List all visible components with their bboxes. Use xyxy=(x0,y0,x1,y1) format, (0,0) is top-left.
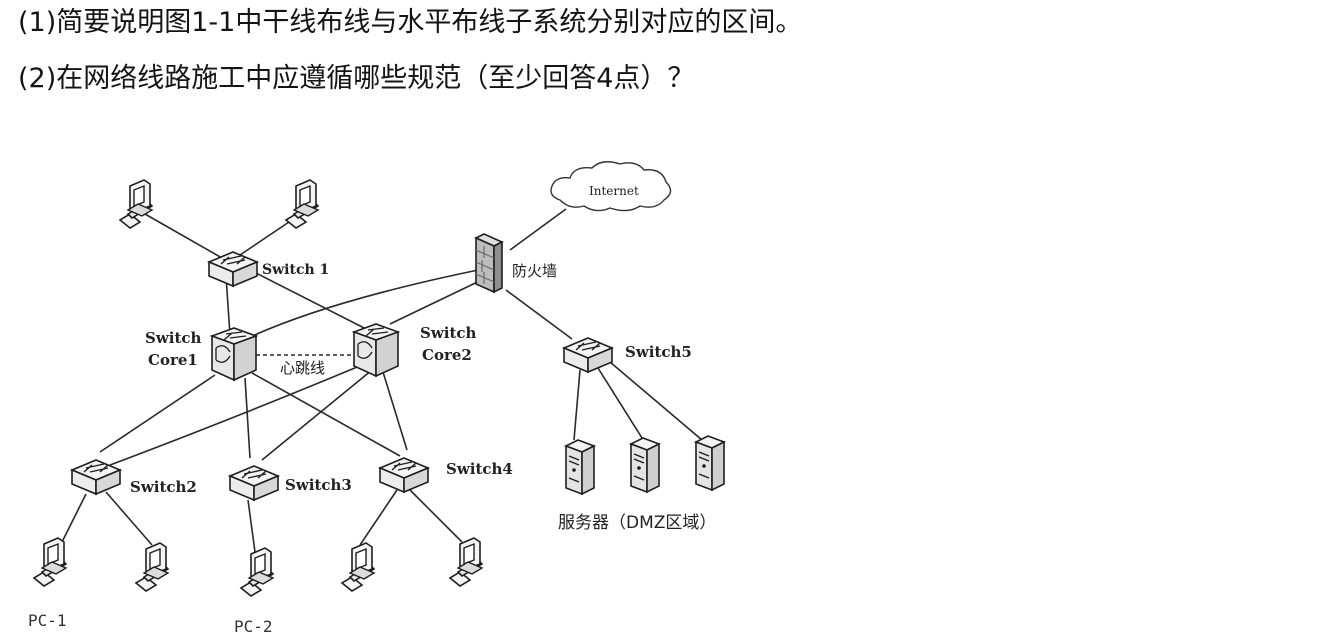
internet-cloud: Internet xyxy=(550,161,672,212)
link-core1-switch2 xyxy=(99,374,216,453)
server-icon xyxy=(565,439,595,495)
question-1: (1)简要说明图1-1中干线布线与水平布线子系统分别对应的区间。 xyxy=(18,6,802,40)
link-pc-top-left-switch1 xyxy=(144,213,223,259)
link-firewall-internet xyxy=(509,208,567,251)
switch-4: Switch4 xyxy=(379,457,513,493)
link-switch1-core1 xyxy=(225,275,231,336)
link-switch5-server2 xyxy=(597,367,643,439)
switch-icon xyxy=(208,251,258,287)
switch-1: Switch 1 xyxy=(208,251,329,287)
pc-top-right xyxy=(285,179,319,229)
pc-bottom-5 xyxy=(449,537,483,587)
link-switch4-pc xyxy=(359,489,398,546)
switch-icon xyxy=(71,459,121,495)
link-switch3-pc2 xyxy=(247,499,256,553)
link-switch2-pc1 xyxy=(61,493,87,543)
heartbeat-label: 心跳线 xyxy=(280,359,325,377)
switch-2-label: Switch2 xyxy=(130,478,197,496)
switch-icon xyxy=(229,465,279,501)
switch-2: Switch2 xyxy=(71,459,197,496)
pc-top-left xyxy=(119,179,153,229)
computer-icon xyxy=(119,179,153,229)
link-core1-switch3 xyxy=(244,377,251,459)
core1-label-line1: Switch xyxy=(145,329,202,347)
computer-icon xyxy=(341,542,375,592)
servers-label: 服务器（DMZ区域） xyxy=(558,513,716,533)
computer-icon xyxy=(285,179,319,229)
pc-1-label: PC-1 xyxy=(28,611,67,630)
switch-core1: Switch Core1 xyxy=(145,327,257,381)
internet-label: Internet xyxy=(589,184,639,198)
link-switch2-pc xyxy=(105,491,153,546)
switch-3-label: Switch3 xyxy=(285,476,352,494)
core-switch-icon xyxy=(211,327,257,381)
link-switch5-server3 xyxy=(609,361,703,441)
switch-4-label: Switch4 xyxy=(446,460,513,478)
question-2-number: (2) xyxy=(18,63,57,94)
core2-label-line1: Switch xyxy=(420,324,477,342)
link-core2-switch2 xyxy=(109,364,363,466)
pc-bottom-2 xyxy=(135,542,169,592)
pc-2-label: PC-2 xyxy=(234,617,273,636)
computer-icon xyxy=(449,537,483,587)
server-icon xyxy=(630,437,660,493)
link-core2-switch4 xyxy=(382,371,408,451)
core-switch-icon xyxy=(353,323,399,377)
switch-icon xyxy=(563,337,613,373)
question-2: (2)在网络线路施工中应遵循哪些规范（至少回答4点）？ xyxy=(18,62,694,96)
computer-icon xyxy=(240,547,274,597)
core1-label-line2: Core1 xyxy=(148,351,198,369)
link-firewall-core1 xyxy=(247,267,489,339)
switch-5-label: Switch5 xyxy=(625,343,692,361)
switch-core2: Switch Core2 xyxy=(353,323,477,377)
question-1-number: (1) xyxy=(18,7,57,38)
server-icon xyxy=(695,435,725,491)
link-switch4-pc-right xyxy=(409,489,463,543)
core2-label-line2: Core2 xyxy=(422,346,472,364)
firewall: 防火墙 xyxy=(474,233,557,294)
question-2-text: 在网络线路施工中应遵循哪些规范（至少回答4点）？ xyxy=(56,63,695,94)
firewall-icon xyxy=(474,233,504,294)
pc-2: PC-2 xyxy=(234,547,274,636)
pc-bottom-4 xyxy=(341,542,375,592)
question-1-text: 简要说明图1-1中干线布线与水平布线子系统分别对应的区间。 xyxy=(56,7,803,38)
link-switch5-server1 xyxy=(573,369,581,441)
link-firewall-core2 xyxy=(389,274,493,325)
link-pc-top-right-switch1 xyxy=(239,219,293,256)
link-core1-switch4 xyxy=(251,372,401,457)
cloud-icon xyxy=(550,161,672,212)
pc-1: PC-1 xyxy=(28,537,67,630)
firewall-label: 防火墙 xyxy=(512,262,557,280)
switch-3: Switch3 xyxy=(229,465,352,501)
switch-5: Switch5 xyxy=(563,337,692,373)
link-switch1-core2 xyxy=(249,269,373,333)
switch-icon xyxy=(379,457,429,493)
computer-icon xyxy=(33,537,67,587)
link-core2-switch3 xyxy=(261,369,373,461)
server-group: 服务器（DMZ区域） xyxy=(558,435,725,533)
link-firewall-switch5 xyxy=(505,289,573,340)
computer-icon xyxy=(135,542,169,592)
switch-1-label: Switch 1 xyxy=(262,262,329,278)
network-topology-diagram: Internet 防火墙 Switch 1 Switch Core1 Switc… xyxy=(28,161,725,636)
connection-lines xyxy=(61,208,703,553)
